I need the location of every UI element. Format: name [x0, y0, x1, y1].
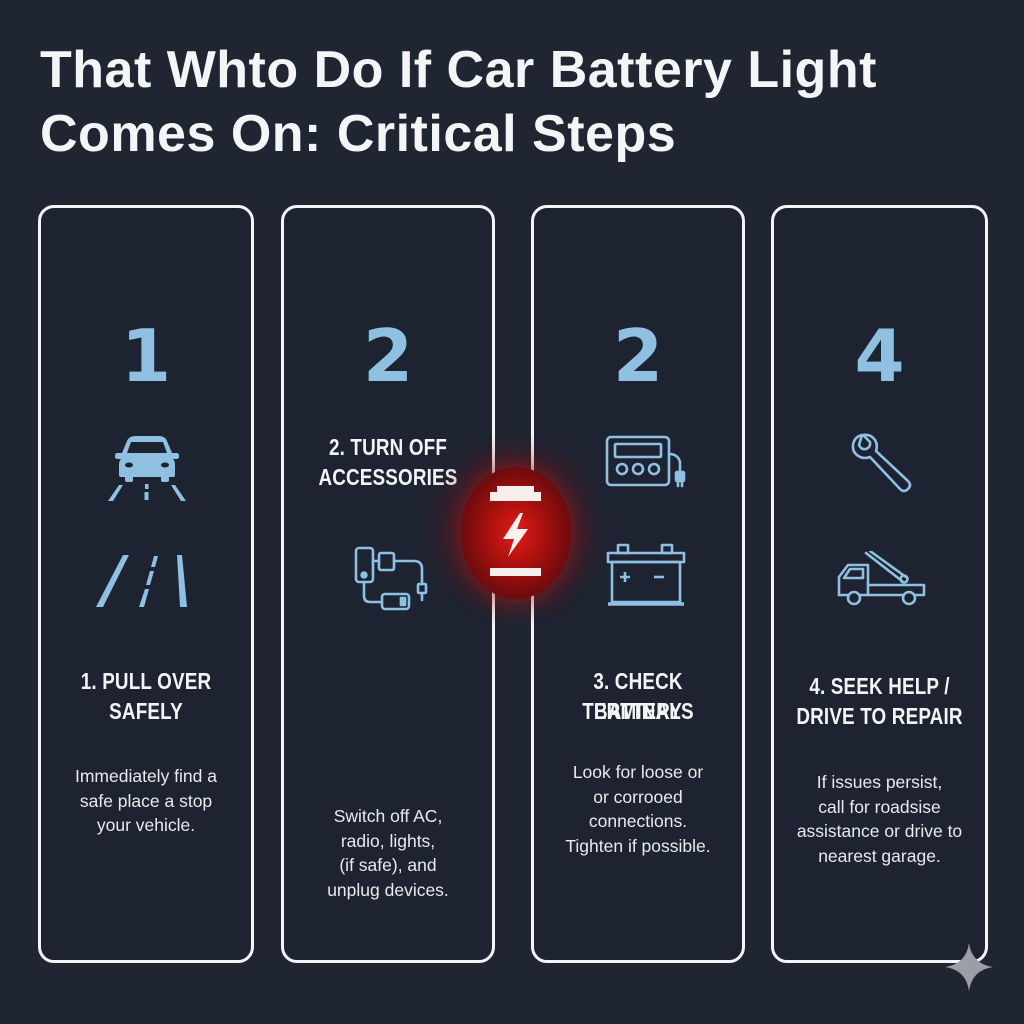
- step-number: 4: [854, 314, 905, 398]
- step-description: Switch off AC, radio, lights, (if safe),…: [327, 806, 449, 900]
- step-heading-line1: 3. CHECK BATTERY: [593, 668, 683, 724]
- unplug-devices-icon: [352, 544, 436, 614]
- step-card-4: 4 4. SEEK HELP / DRIVE TO: [771, 205, 988, 963]
- step-description: Look for loose or or corrooed connection…: [565, 762, 711, 856]
- step-heading-line2: TERMINALS: [582, 698, 694, 724]
- step-card-1: 1: [38, 205, 254, 963]
- car-battery-icon: [606, 542, 686, 608]
- step-heading-line2: ACCESSORIES: [318, 464, 458, 490]
- battery-warning-icon: [490, 486, 541, 576]
- step-heading-line1: 1. PULL OVER: [80, 668, 212, 694]
- step-number: 1: [120, 314, 172, 398]
- tow-truck-icon: [836, 551, 930, 607]
- step-heading-line2: SAFELY: [109, 698, 183, 724]
- step-number: 2: [362, 314, 414, 398]
- step-heading-line1: 2. TURN OFF: [328, 434, 448, 460]
- step-heading-line1: 4. SEEK HELP /: [809, 673, 950, 699]
- step-description: Immediately find a safe place a stop you…: [74, 766, 217, 835]
- step-number: 2: [612, 314, 664, 398]
- page-title: That Whto Do If Car Battery Light Comes …: [40, 41, 877, 163]
- battery-warning-badge: [461, 467, 571, 599]
- wrench-icon: [848, 431, 916, 499]
- road-lanes-icon: [95, 553, 195, 609]
- step-description: If issues persist, call for roadsise ass…: [796, 772, 963, 866]
- sparkle-icon: [944, 942, 994, 997]
- step-heading-line2: DRIVE TO REPAIR: [796, 703, 963, 729]
- car-on-road-icon: [105, 433, 189, 501]
- radio-plug-icon: [604, 434, 694, 490]
